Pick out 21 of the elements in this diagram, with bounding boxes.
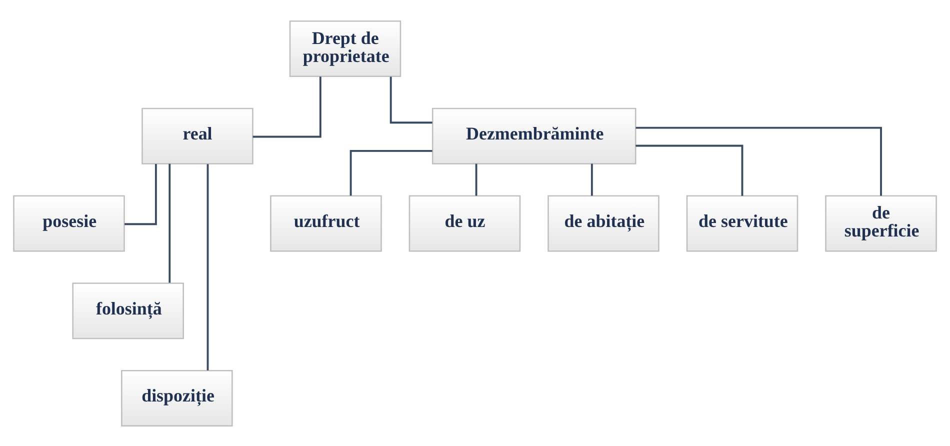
connector — [636, 126, 882, 196]
connector — [390, 76, 432, 124]
connector — [168, 163, 171, 282]
node-box: de servitute — [686, 194, 798, 252]
connector — [636, 144, 744, 196]
node-box: dispoziție — [121, 369, 233, 426]
node-box: uzufruct — [270, 194, 382, 252]
connector — [124, 163, 157, 225]
connector — [350, 149, 432, 196]
node-box: de superficie — [825, 194, 937, 252]
node-box: Drept de proprietate — [289, 20, 402, 77]
node-box: de uz — [408, 194, 521, 252]
node-box: Dezmembrăminte — [432, 107, 636, 164]
connector — [590, 163, 593, 196]
node-box: de abitație — [548, 194, 660, 252]
node-box: folosință — [72, 282, 184, 339]
connector — [206, 164, 209, 370]
connector — [252, 76, 322, 138]
node-box: posesie — [13, 194, 125, 252]
connector — [475, 163, 478, 196]
node-box: real — [142, 107, 254, 164]
